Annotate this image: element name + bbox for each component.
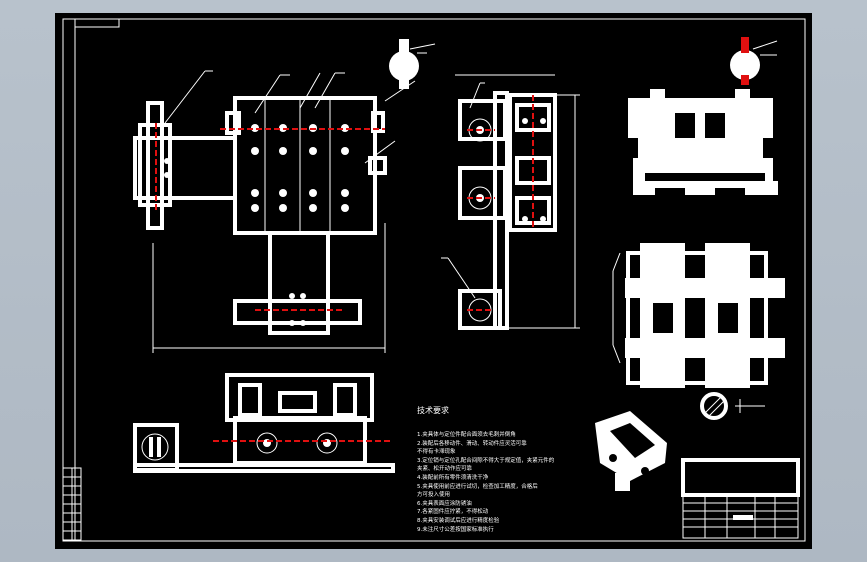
side-revision-table [62,467,82,541]
requirements-list: 1.夹具体与定位件配合面须去毛刺并倒角 2.装配后各移动件、滑动、转动件应灵活可靠… [417,431,627,534]
inner-border [74,18,806,542]
requirements-title: 技术要求 [417,406,449,415]
requirement-line: 不得有卡滞现象 [417,449,456,456]
isometric-view [595,411,667,491]
right-plan-view [612,243,785,388]
requirement-line: 8.夹具安装调试后应进行精度检验 [417,517,500,524]
requirement-line: 1.夹具体与定位件配合面须去毛刺并倒角 [417,432,516,438]
requirement-line: 夹紧、松开动作应可靠 [417,466,473,473]
requirement-line: 9.未注尺寸公差按国家标准执行 [417,526,494,533]
requirement-line: 方可投入使用 [417,492,451,499]
right-end-view [628,89,778,195]
main-top-view [133,70,396,353]
requirement-line: 7.各紧固件应拧紧，不得松动 [417,509,489,516]
technical-requirements: 技术要求 [417,406,449,415]
requirement-line: 5.夹具使用前应进行试切，检查加工精度，合格后 [417,483,538,490]
requirement-line: 6.夹具表面应涂防锈油 [417,500,472,507]
detail-circle-b [730,37,778,85]
corner-tag-box [74,18,120,28]
side-view [441,74,580,330]
title-block [681,458,800,539]
drawing-sheet: 技术要求 1.夹具体与定位件配合面须去毛刺并倒角 2.装配后各移动件、滑动、转动件… [55,13,812,549]
front-view [133,373,395,473]
section-circle [700,392,765,420]
requirement-line: 2.装配后各移动件、滑动、转动件应灵活可靠 [417,440,527,447]
cad-drawing-canvas [62,18,806,542]
detail-circle-a [384,39,436,102]
requirement-line: 3.定位销与定位孔配合间隙不得大于规定值，夹紧元件的 [417,457,555,464]
requirement-line: 4.装配前所有零件须清洗干净 [417,474,489,481]
